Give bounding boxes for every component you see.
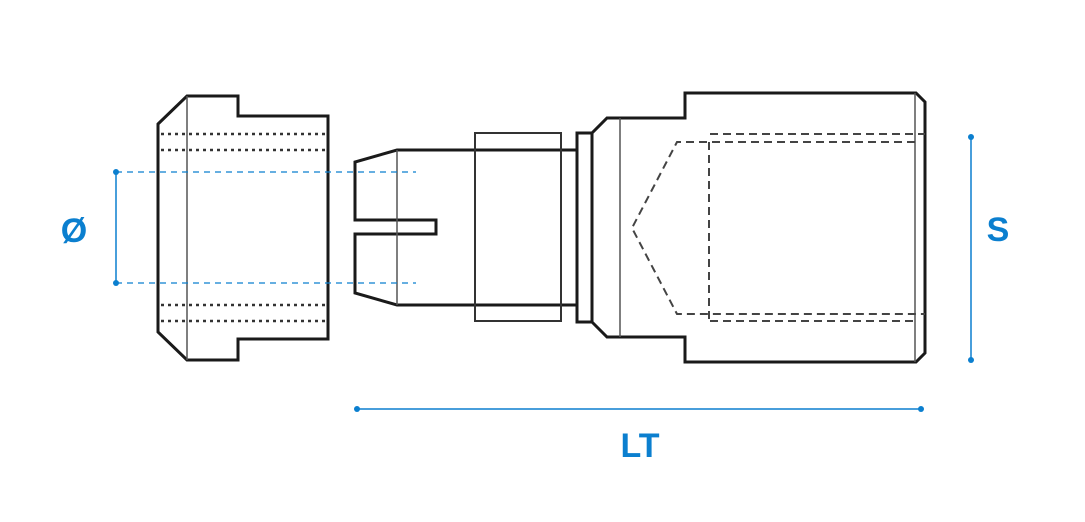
- ferrule: [353, 132, 577, 322]
- fitting-body: [575, 91, 927, 364]
- size-label: S: [987, 211, 1010, 249]
- diameter-label: Ø: [61, 212, 87, 250]
- size-dimension: S: [968, 134, 1009, 363]
- total-length-dimension: LT: [354, 406, 924, 465]
- total-length-label: LT: [620, 427, 659, 465]
- diameter-dimension: Ø: [61, 169, 416, 286]
- compression-nut: [156, 94, 330, 362]
